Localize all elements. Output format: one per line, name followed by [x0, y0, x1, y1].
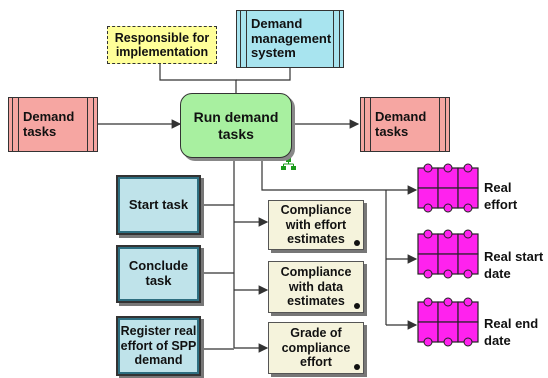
responsible-actor-box: Responsible for implementation: [107, 26, 217, 64]
tree-icon: [281, 158, 296, 170]
task-label: Register real effort of SPP demand: [120, 324, 197, 368]
actor-label: Responsible for implementation: [114, 30, 210, 59]
result-label-real-start-date: Real start date: [484, 249, 544, 281]
puzzle-icon: [417, 297, 479, 347]
task-label: Conclude task: [128, 258, 189, 288]
task-label: Start task: [128, 196, 189, 212]
start-task-box: Start task: [116, 175, 201, 235]
result-label-real-effort: Real effort: [484, 180, 518, 212]
run-demand-tasks-process: Run demand tasks: [180, 93, 292, 158]
note-label: Grade of compliance effort: [281, 326, 351, 370]
note-label: Compliance with data estimates: [280, 265, 352, 309]
puzzle-icon: [417, 229, 479, 279]
input-demand-tasks-box: Demand tasks: [8, 97, 98, 152]
note-dot: [354, 240, 360, 246]
conclude-task-box: Conclude task: [116, 245, 201, 303]
note-dot: [354, 364, 360, 370]
output-demand-tasks-box: Demand tasks: [360, 97, 450, 152]
register-real-effort-box: Register real effort of SPP demand: [116, 316, 201, 376]
main-process-label: Run demand tasks: [193, 109, 279, 142]
note-effort-estimates: Compliance with effort estimates: [268, 200, 364, 250]
note-data-estimates: Compliance with data estimates: [268, 261, 364, 313]
puzzle-icon: [417, 163, 479, 213]
note-compliance-effort: Grade of compliance effort: [268, 322, 364, 374]
result-label-real-end-date: Real end date: [484, 316, 539, 348]
output-label: Demand tasks: [375, 108, 427, 139]
demand-management-system-box: Demand management system: [236, 10, 344, 68]
system-label: Demand management system: [251, 15, 332, 61]
note-label: Compliance with effort estimates: [280, 203, 352, 247]
note-dot: [354, 303, 360, 309]
input-label: Demand tasks: [23, 108, 75, 139]
